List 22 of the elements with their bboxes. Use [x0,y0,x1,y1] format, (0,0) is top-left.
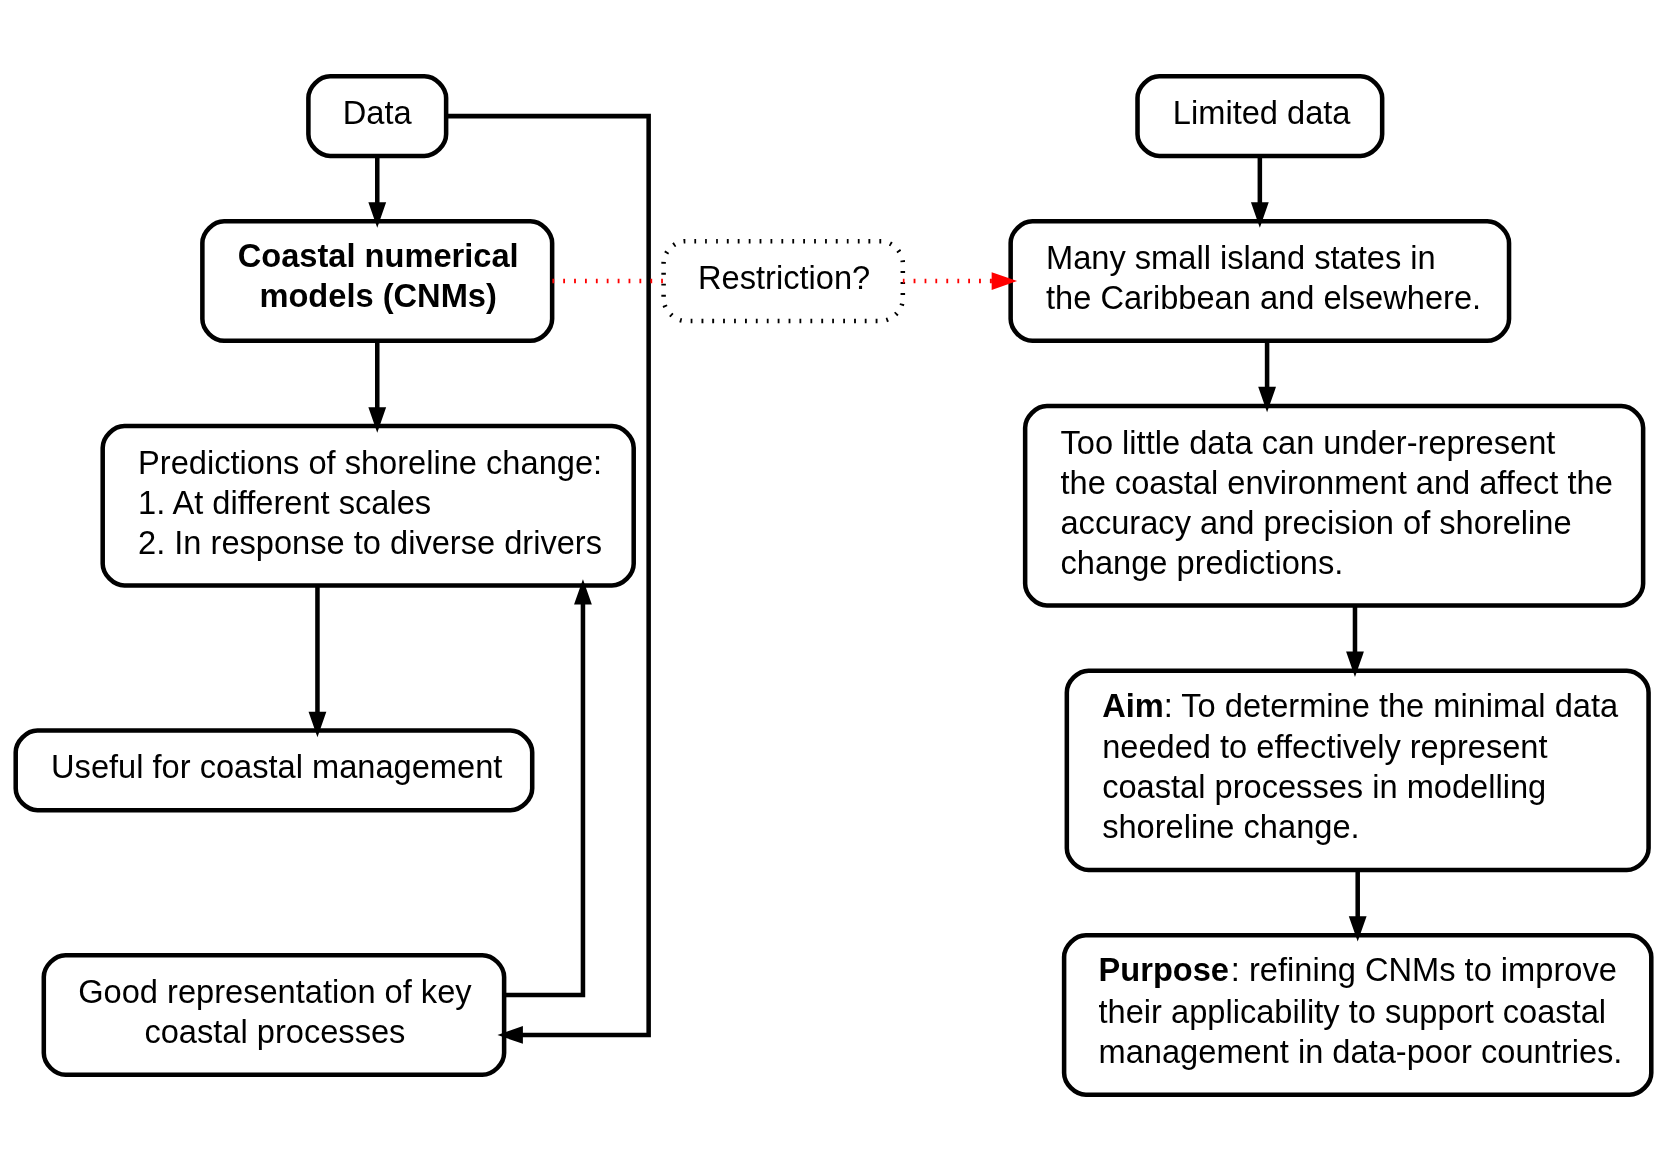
node-box: Data [306,73,449,158]
arrow [368,340,387,433]
arrow [1258,340,1276,412]
arrow [1348,870,1367,942]
connector [552,278,664,283]
node-box: Limited data [1135,73,1385,158]
arrow [1250,155,1269,228]
arrow [1346,605,1364,677]
arrow [368,155,387,228]
arrow [902,271,1018,290]
node-box: Coastal numerical models (CNMs) [200,218,555,343]
arrow [446,113,651,1044]
arrow [504,578,592,997]
node-box: Too little data can under-represent the coastal environment and affect the accuracy and precision of shoreline change predictions. [1022,403,1646,608]
node-box: Predictions of shoreline change: 1. At different scales 2. In response to diverse drivers [100,423,636,588]
arrow [308,585,327,737]
node-box: Good representation of key coastal processes [41,952,507,1077]
node-box: Many small island states in the Caribbean and elsewhere. [1008,218,1512,343]
node-box: Purpose: refining CNMs to improve their applicability to support coastal management in data-poor countries. [1061,932,1654,1097]
node-box: Restriction? [661,238,906,323]
node-box: Useful for coastal management [13,727,535,812]
node-box: Aim: To determine the minimal data needed to effectively represent coastal processes in modelling shoreline change. [1064,667,1651,872]
